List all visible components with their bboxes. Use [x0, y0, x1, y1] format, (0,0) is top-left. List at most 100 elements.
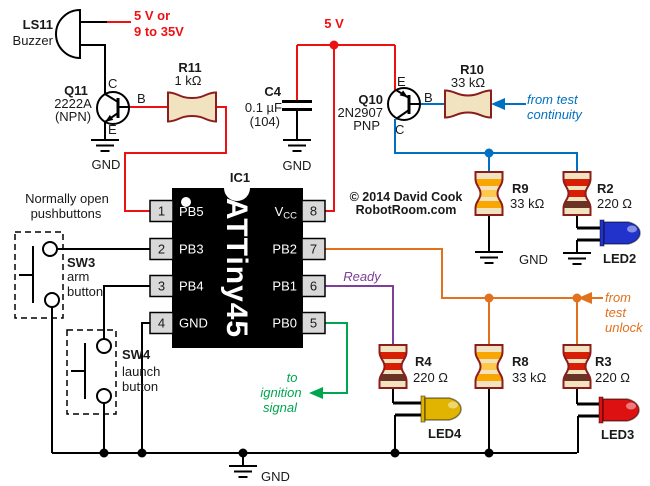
q11-package-label: (NPN) [55, 109, 91, 124]
ls11-name-label: Buzzer [13, 33, 54, 48]
bus-gnd-label: GND [261, 469, 290, 484]
rail-5v-label: 5 V [324, 16, 344, 31]
ic1-pin-label-pb3: PB3 [179, 242, 204, 257]
capacitor-c4 [282, 100, 312, 111]
resistor-r2 [563, 172, 591, 215]
r8-ref-label: R8 [512, 354, 529, 369]
gnd-symbol-q11 [90, 139, 120, 152]
ic1-pin-label-pb5: PB5 [179, 204, 204, 219]
ic1-pin-num-3: 3 [158, 279, 165, 294]
from-test-continuity-label-1: from test [527, 92, 579, 107]
arrow-from-test-unlock [578, 292, 592, 304]
r4-value-label: 220 Ω [413, 370, 448, 385]
wire-pin6-ready-to-r4 [325, 285, 394, 345]
pushbutton-sw4 [66, 329, 117, 415]
r11-ref-label: R11 [178, 60, 201, 75]
q11-emitter-arrow [105, 114, 114, 122]
ic1-pinbox-1 [149, 199, 174, 223]
q10-collector-lead [395, 109, 410, 120]
sw3-desc-label-2: button [67, 284, 103, 299]
r8-value-label: 33 kΩ [512, 370, 547, 385]
wire-buzzer-to-q11-collector [80, 44, 106, 94]
ready-label: Ready [343, 269, 382, 284]
q11-ref-label: Q11 [64, 83, 88, 98]
junction-bus-gnd [238, 448, 248, 458]
junction-bus-pin4 [137, 448, 147, 458]
c4-gnd-label: GND [283, 158, 312, 173]
from-test-unlock-label-1: from [605, 290, 631, 305]
arrow-to-ignition [309, 387, 323, 399]
q11-part-label: 2222A [54, 96, 92, 111]
led2-blue [577, 219, 641, 247]
q10-collector-label: C [395, 122, 404, 137]
wire-r11-to-pin1 [124, 106, 227, 212]
sw4-desc-label-1: launch [122, 364, 160, 379]
ic1-pinbox-4 [149, 311, 174, 335]
pushbuttons-heading-1: Normally open [25, 191, 109, 206]
ic1-ref-label: IC1 [230, 170, 250, 185]
copyright-line-1: © 2014 David Cook [350, 190, 463, 204]
ic1-pinbox-7 [301, 237, 326, 261]
ic1-pin-num-2: 2 [158, 242, 165, 257]
wire-5v-to-pin8 [325, 45, 335, 212]
q10-emitter-label: E [397, 74, 406, 89]
buzzer-supply-label-2: 9 to 35V [134, 24, 184, 39]
led3-ref-label: LED3 [601, 427, 634, 442]
red-power-wires [107, 21, 396, 212]
copyright-line-2: RobotRoom.com [356, 203, 457, 217]
r11-value-label: 1 kΩ [174, 73, 201, 88]
ic1-pin-label-pb2: PB2 [272, 242, 297, 257]
ic1-attiny45: 1 2 3 4 8 7 6 5 PB5 PB3 PB4 GND VCC PB2 … [149, 188, 326, 348]
gnd-symbol-led2 [562, 252, 592, 265]
to-ignition-label-1: to [287, 370, 298, 385]
orange-signal-wires [325, 248, 603, 345]
arrow-from-test-continuity [491, 98, 505, 110]
junction-bus-r8 [484, 448, 494, 458]
from-test-unlock-label-3: unlock [605, 320, 644, 335]
led4-body [420, 395, 462, 423]
resistor-r10 [444, 89, 492, 119]
sw4-contact-bottom [96, 388, 112, 404]
q10-part-label: 2N2907 [337, 105, 383, 120]
q11-collector-label: C [108, 76, 117, 91]
ic1-pin-num-6: 6 [310, 279, 317, 294]
r9-value-label: 33 kΩ [510, 196, 545, 211]
sw4-contact-top [96, 338, 112, 354]
q11-base-label: B [137, 91, 146, 106]
ic1-pin-num-4: 4 [158, 316, 165, 331]
ic1-notch [224, 188, 250, 201]
sw3-contact-bottom [44, 292, 60, 308]
led4-ref-label: LED4 [428, 426, 462, 441]
junction-5v [329, 40, 339, 50]
ls11-ref-label: LS11 [23, 17, 53, 32]
to-ignition-label-3: signal [263, 400, 298, 415]
q11-gnd-label: GND [92, 157, 121, 172]
transistor-q10 [387, 87, 421, 121]
buzzer-supply-label-1: 5 V or [134, 8, 170, 23]
resistor-r9 [475, 172, 503, 215]
led4-yellow [393, 395, 462, 423]
r9-ref-label: R9 [512, 181, 529, 196]
ic1-pin-num-1: 1 [158, 204, 165, 219]
pushbuttons-heading-2: pushbuttons [31, 206, 102, 221]
ic1-pin-label-pb0: PB0 [272, 316, 297, 331]
wire-pin7-test-unlock [325, 248, 603, 299]
q11-emitter-label: E [108, 122, 117, 137]
purple-signal-wires [325, 285, 394, 345]
led3-red [577, 396, 640, 424]
gnd-symbol-bus [228, 465, 258, 478]
wire-pin5-ignition [323, 322, 348, 394]
r10-value-label: 33 kΩ [451, 75, 486, 90]
led2-ref-label: LED2 [603, 251, 636, 266]
ic1-pin1-dot [181, 197, 191, 207]
sw4-ref-label: SW4 [122, 347, 151, 362]
resistor-r8 [475, 345, 503, 388]
wire-q10-collector-node [394, 119, 578, 172]
buzzer-body [55, 8, 81, 60]
ic1-pin-label-gnd: GND [179, 316, 208, 331]
pushbutton-sw3 [14, 231, 64, 319]
gnd-symbol-c4 [282, 139, 312, 152]
c4-ref-label: C4 [264, 84, 281, 99]
r2-value-label: 220 Ω [597, 196, 632, 211]
